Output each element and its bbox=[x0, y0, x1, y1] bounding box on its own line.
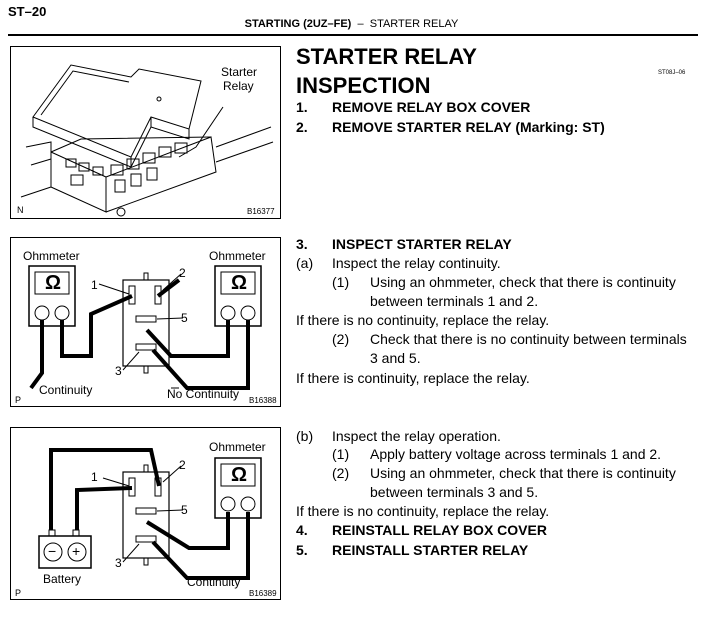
terminal-3-label: 3 bbox=[115, 556, 122, 570]
ohmmeter-left-label: Ohmmeter bbox=[23, 249, 80, 263]
step-5-number: 5. bbox=[296, 542, 308, 558]
operation-check-drawing bbox=[38, 448, 262, 580]
step-3-number: 3. bbox=[296, 236, 308, 252]
ohmmeter-right-label: Ohmmeter bbox=[209, 249, 266, 263]
substep-a1-text-line2: between terminals 1 and 2. bbox=[370, 293, 539, 309]
continuity-check-drawing bbox=[28, 265, 262, 390]
ohm-left-icon: Ω bbox=[45, 272, 62, 294]
continuity-label: Continuity bbox=[39, 383, 93, 397]
figure-code: B16377 bbox=[247, 207, 275, 216]
substep-b-text: Inspect the relay operation. bbox=[332, 428, 501, 444]
operation-check-figure: Ohmmeter Ω − + 1 2 5 3 Battery Continuit… bbox=[10, 427, 281, 600]
ohm-icon: Ω bbox=[231, 464, 248, 486]
step-2-text: REMOVE STARTER RELAY (Marking: ST) bbox=[332, 119, 605, 135]
terminal-3-label: 3 bbox=[115, 364, 122, 378]
step-4-number: 4. bbox=[296, 522, 308, 538]
document-code: ST08J–06 bbox=[658, 70, 686, 76]
step-5-text: REINSTALL STARTER RELAY bbox=[332, 542, 529, 558]
step-3-text: INSPECT STARTER RELAY bbox=[332, 236, 512, 252]
step-2-number: 2. bbox=[296, 119, 308, 135]
starter-relay-label: Starter Relay bbox=[221, 65, 258, 93]
substep-a2-number: (2) bbox=[332, 331, 350, 347]
substep-a1-failure-note: If there is no continuity, replace the r… bbox=[296, 312, 550, 328]
relay-box-figure: Starter Relay N B16377 bbox=[10, 46, 281, 219]
substep-a1-number: (1) bbox=[332, 274, 350, 290]
step-1-text: REMOVE RELAY BOX COVER bbox=[332, 99, 531, 115]
figure-corner-mark: N bbox=[17, 205, 24, 215]
continuity-check-figure: Ohmmeter Ohmmeter Ω Ω 1 2 5 3 Continuity… bbox=[10, 237, 281, 407]
substep-b1-number: (1) bbox=[332, 446, 350, 462]
terminal-5-label: 5 bbox=[181, 503, 188, 517]
substep-b2-failure-note: If there is no continuity, replace the r… bbox=[296, 503, 550, 519]
figure-code: B16388 bbox=[249, 396, 277, 405]
substep-a2-text-line2: 3 and 5. bbox=[370, 350, 421, 366]
substep-b-number: (b) bbox=[296, 428, 314, 444]
running-header: STARTING (2UZ–FE) – STARTER RELAY bbox=[0, 18, 703, 30]
no-continuity-label: No Continuity bbox=[167, 387, 240, 401]
battery-minus-icon: − bbox=[48, 543, 57, 559]
substep-a2-failure-note: If there is continuity, replace the rela… bbox=[296, 370, 530, 386]
step-1-number: 1. bbox=[296, 99, 308, 115]
terminal-5-label: 5 bbox=[181, 311, 188, 325]
battery-label: Battery bbox=[43, 572, 82, 586]
terminal-2-label: 2 bbox=[179, 266, 186, 280]
figure-code: B16389 bbox=[249, 589, 277, 598]
ohm-right-icon: Ω bbox=[231, 272, 248, 294]
topic-title: STARTER RELAY bbox=[369, 18, 459, 30]
figure-corner-mark: P bbox=[15, 588, 22, 598]
substep-a1-text-line1: Using an ohmmeter, check that there is c… bbox=[370, 274, 676, 290]
substep-a-text: Inspect the relay continuity. bbox=[332, 255, 501, 271]
terminal-2-label: 2 bbox=[179, 458, 186, 472]
continuity-label: Continuity bbox=[187, 575, 241, 589]
battery-plus-icon: + bbox=[72, 543, 81, 559]
substep-b2-text-line1: Using an ohmmeter, check that there is c… bbox=[370, 465, 676, 481]
substep-a-number: (a) bbox=[296, 255, 314, 271]
relay-box-drawing bbox=[20, 64, 274, 217]
page-title: STARTER RELAY bbox=[296, 44, 477, 69]
terminal-1-label: 1 bbox=[91, 470, 98, 484]
section-title: STARTING (2UZ–FE) bbox=[244, 18, 352, 30]
page-id: ST–20 bbox=[8, 4, 47, 19]
figure-corner-mark: P bbox=[15, 395, 22, 405]
substep-b2-text-line2: between terminals 3 and 5. bbox=[370, 484, 539, 500]
substep-b2-number: (2) bbox=[332, 465, 350, 481]
header-separator: – bbox=[357, 18, 364, 30]
substep-a2-text-line1: Check that there is no continuity betwee… bbox=[370, 331, 687, 347]
page-subtitle: INSPECTION bbox=[296, 73, 431, 98]
header-rule bbox=[8, 34, 698, 36]
ohmmeter-label: Ohmmeter bbox=[209, 440, 266, 454]
step-4-text: REINSTALL RELAY BOX COVER bbox=[332, 522, 547, 538]
terminal-1-label: 1 bbox=[91, 278, 98, 292]
substep-b1-text: Apply battery voltage across terminals 1… bbox=[370, 446, 662, 462]
